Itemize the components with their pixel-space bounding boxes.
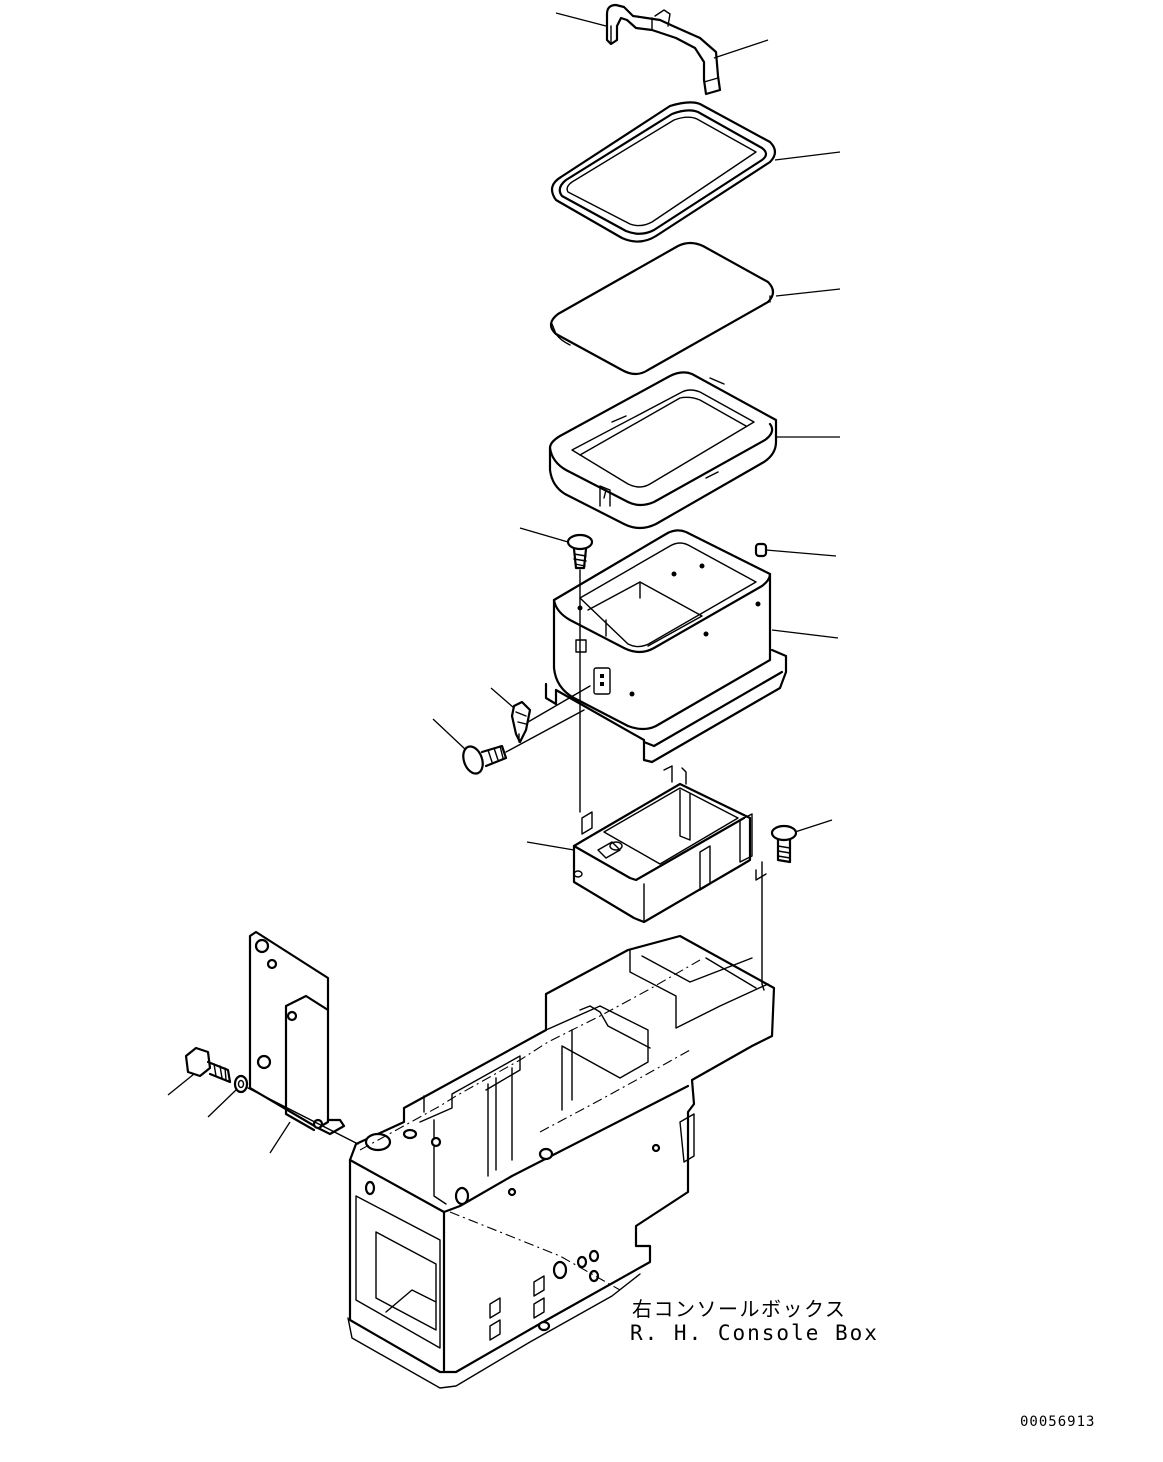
bracket-part [526,765,767,924]
title-english: R. H. Console Box [630,1321,879,1345]
inner-tray-part [548,371,840,530]
lid-pad-part [549,241,841,376]
cover-box-part [544,529,839,764]
console-frame-part [347,934,776,1389]
assembly-guide-lines [579,569,763,985]
screw-right-part [770,819,833,864]
strap-part [555,3,769,96]
bolt-part [167,1046,232,1096]
grommet-part [754,542,837,558]
drawing-number: 00056913 [1020,1414,1096,1430]
screw-side-part [432,709,585,775]
seal-frame-part [550,101,841,243]
washer-part [207,1074,359,1145]
side-plate-part [248,930,346,1154]
title-japanese: 右コンソールボックス [632,1297,847,1321]
screw-upper-part [519,527,594,570]
